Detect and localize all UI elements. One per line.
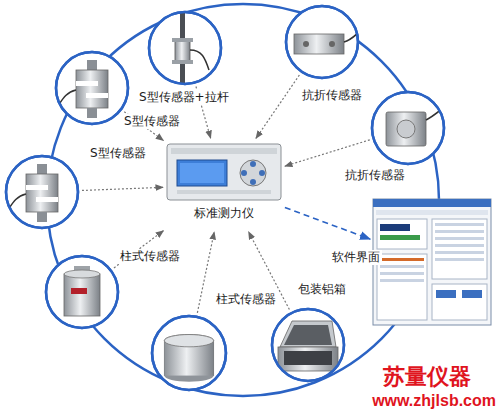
sensor-circle: S型传感器+拉杆 <box>147 10 223 86</box>
node-label: 包装铝箱 <box>296 282 348 297</box>
sensor-circle: S型传感器 <box>4 154 80 230</box>
node-label: 柱式传感器 <box>214 292 278 307</box>
node-label: 标准测力仪 <box>192 206 256 221</box>
sensor-picture <box>44 254 120 330</box>
node-label: 抗折传感器 <box>300 88 364 103</box>
node-label: S型传感器 <box>122 114 182 129</box>
sensor-picture <box>147 10 223 86</box>
node-label: S型传感器 <box>88 146 148 161</box>
dashed-arrow <box>285 140 370 166</box>
device-box: 标准测力仪 <box>165 140 283 230</box>
sensor-circle: 柱式传感器 <box>150 314 228 392</box>
node-label: 抗折传感器 <box>343 168 407 183</box>
sensor-picture <box>150 314 228 392</box>
sensor-picture <box>270 307 346 383</box>
node-label: 柱式传感器 <box>118 249 182 264</box>
sensor-picture <box>284 4 360 80</box>
dashed-arrow <box>197 232 214 313</box>
dashed-arrow <box>285 208 370 240</box>
node-label: S型传感器+拉杆 <box>137 90 231 105</box>
dashed-arrow <box>256 75 299 138</box>
brand-name: 苏量仪器 <box>383 362 471 392</box>
brand-url: www.zhjlsb.com <box>372 392 496 410</box>
sensor-circle: S型传感器 <box>54 50 130 126</box>
sensor-circle: 柱式传感器 <box>44 254 120 330</box>
sensor-circle: 抗折传感器 <box>284 4 360 80</box>
software-picture <box>372 198 492 326</box>
sensor-picture <box>370 90 446 166</box>
software-box: 软件界面 <box>372 198 492 326</box>
node-label: 软件界面 <box>330 250 382 265</box>
device-picture <box>165 140 283 204</box>
dashed-arrow <box>82 187 163 190</box>
sensor-circle: 抗折传感器 <box>370 90 446 166</box>
sensor-circle: 包装铝箱 <box>270 307 346 383</box>
sensor-picture <box>54 50 130 126</box>
sensor-picture <box>4 154 80 230</box>
